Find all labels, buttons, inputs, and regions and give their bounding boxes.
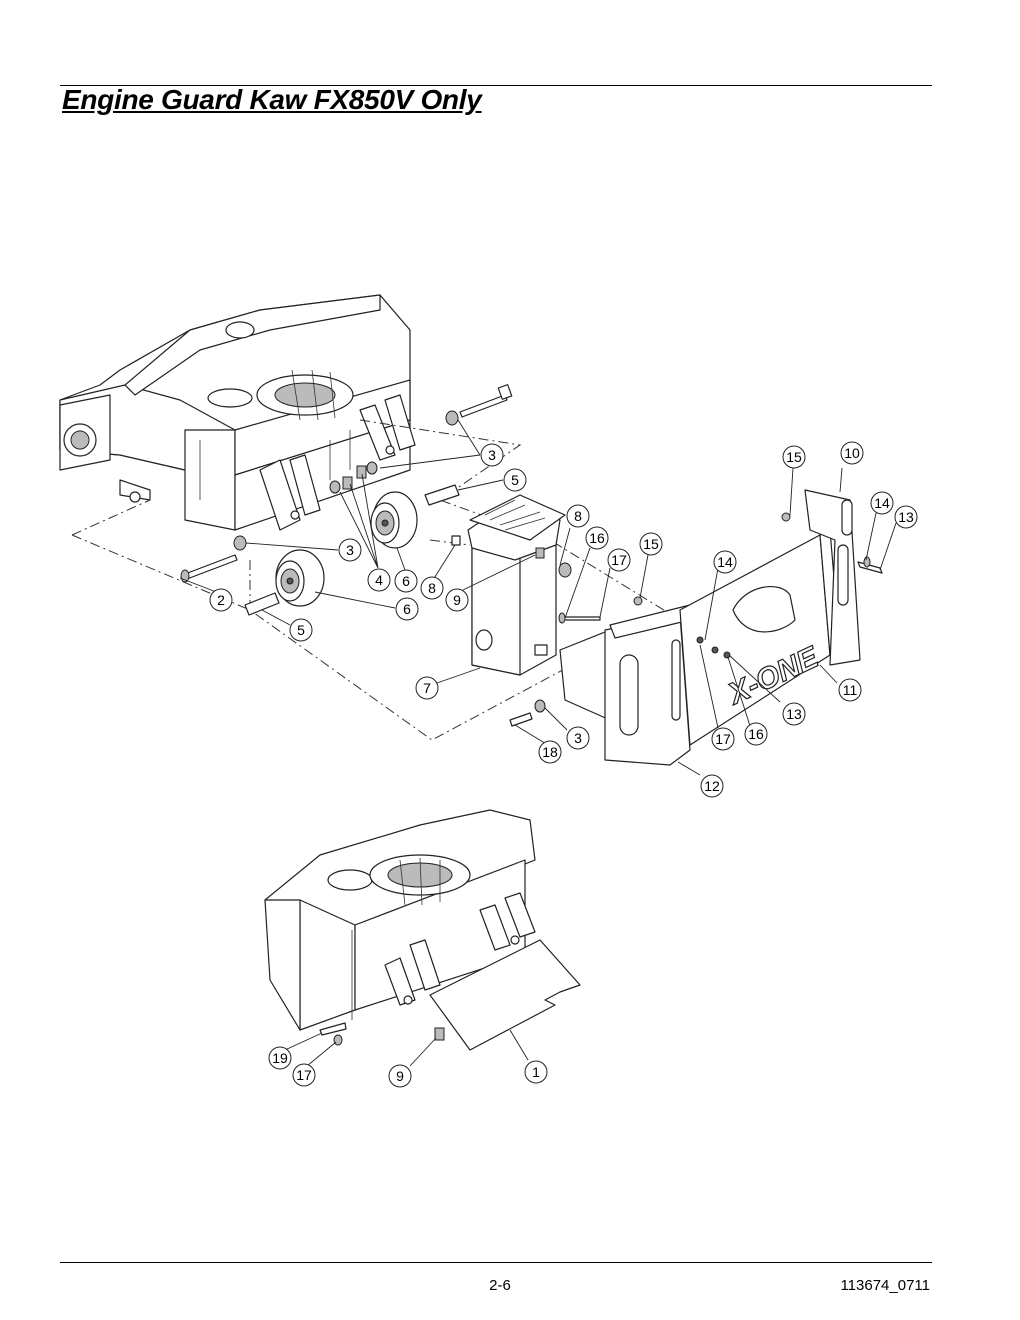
callout-15-b: 15 bbox=[782, 445, 806, 469]
document-number: 113674_0711 bbox=[840, 1277, 930, 1294]
callout-14-b: 14 bbox=[713, 550, 737, 574]
callout-16-b: 16 bbox=[744, 722, 768, 746]
callout-15-a: 15 bbox=[639, 532, 663, 556]
svg-text:4: 4 bbox=[375, 572, 383, 588]
callout-6-b: 6 bbox=[395, 597, 419, 621]
svg-text:17: 17 bbox=[611, 552, 627, 568]
svg-text:2: 2 bbox=[217, 592, 225, 608]
footer-rule bbox=[60, 1262, 932, 1263]
callout-10: 10 bbox=[840, 441, 864, 465]
callout-8-a: 8 bbox=[566, 504, 590, 528]
svg-text:7: 7 bbox=[423, 680, 431, 696]
svg-text:8: 8 bbox=[428, 580, 436, 596]
svg-text:3: 3 bbox=[574, 730, 582, 746]
svg-text:17: 17 bbox=[296, 1067, 312, 1083]
dash-outline bbox=[71, 419, 681, 741]
callout-9-b: 9 bbox=[388, 1064, 412, 1088]
leader-lines bbox=[179, 419, 897, 1067]
callout-12: 12 bbox=[700, 774, 724, 798]
callout-18: 18 bbox=[538, 740, 562, 764]
callout-14-a: 14 bbox=[870, 491, 894, 515]
callout-17-b: 17 bbox=[711, 727, 735, 751]
svg-text:14: 14 bbox=[717, 554, 733, 570]
muffler-assembly bbox=[451, 494, 572, 676]
svg-text:19: 19 bbox=[272, 1050, 288, 1066]
svg-text:17: 17 bbox=[715, 731, 731, 747]
svg-text:3: 3 bbox=[346, 542, 354, 558]
callout-7: 7 bbox=[415, 676, 439, 700]
page-number: 2-6 bbox=[489, 1277, 511, 1294]
title-rule bbox=[60, 85, 932, 86]
callout-13-a: 13 bbox=[894, 505, 918, 529]
svg-text:14: 14 bbox=[874, 495, 890, 511]
svg-text:9: 9 bbox=[453, 592, 461, 608]
svg-text:3: 3 bbox=[488, 447, 496, 463]
svg-text:13: 13 bbox=[898, 509, 914, 525]
callout-17-a: 17 bbox=[607, 548, 631, 572]
callout-2: 2 bbox=[209, 588, 233, 612]
svg-text:6: 6 bbox=[402, 573, 410, 589]
svg-text:12: 12 bbox=[704, 778, 720, 794]
page-title: Engine Guard Kaw FX850V Only bbox=[62, 84, 482, 115]
callout-17-c: 17 bbox=[292, 1063, 316, 1087]
svg-text:9: 9 bbox=[396, 1068, 404, 1084]
callout-3-c: 3 bbox=[566, 726, 590, 750]
svg-text:8: 8 bbox=[574, 508, 582, 524]
upper-chassis-frame bbox=[59, 294, 416, 531]
svg-text:1: 1 bbox=[532, 1064, 540, 1080]
callout-4: 4 bbox=[367, 568, 391, 592]
callout-16-a: 16 bbox=[585, 526, 609, 550]
svg-text:5: 5 bbox=[297, 622, 305, 638]
callout-3-b: 3 bbox=[338, 538, 362, 562]
svg-text:10: 10 bbox=[844, 445, 860, 461]
callout-9-a: 9 bbox=[445, 588, 469, 612]
callout-1: 1 bbox=[524, 1060, 548, 1084]
svg-text:11: 11 bbox=[843, 682, 858, 698]
svg-text:13: 13 bbox=[786, 706, 802, 722]
callout-5-b: 5 bbox=[289, 618, 313, 642]
callout-11: 11 bbox=[838, 678, 862, 702]
svg-text:5: 5 bbox=[511, 472, 519, 488]
svg-text:18: 18 bbox=[542, 744, 558, 760]
svg-text:16: 16 bbox=[589, 530, 605, 546]
upper-hardware bbox=[180, 384, 513, 616]
lower-chassis-frame bbox=[264, 809, 581, 1051]
guard-bracket bbox=[559, 604, 691, 766]
rear-guard-panel: X-ONE bbox=[509, 489, 883, 746]
svg-text:16: 16 bbox=[748, 726, 764, 742]
svg-text:6: 6 bbox=[403, 601, 411, 617]
callout-19: 19 bbox=[268, 1046, 292, 1070]
callout-13-b: 13 bbox=[782, 702, 806, 726]
callout-5-a: 5 bbox=[503, 468, 527, 492]
callout-3-a: 3 bbox=[480, 443, 504, 467]
callout-8-b: 8 bbox=[420, 576, 444, 600]
svg-text:15: 15 bbox=[786, 449, 802, 465]
callout-6-a: 6 bbox=[394, 569, 418, 593]
svg-text:15: 15 bbox=[643, 536, 659, 552]
